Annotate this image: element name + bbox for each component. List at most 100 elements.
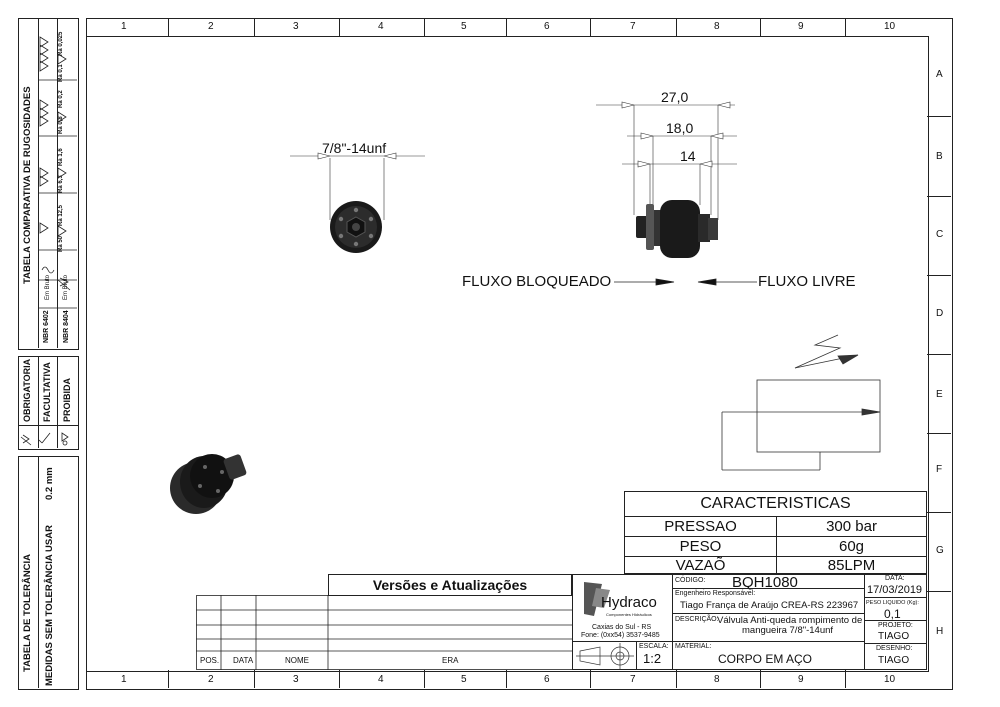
grid-separator	[424, 18, 425, 36]
company-name: Hydraco	[601, 594, 657, 611]
column-number: 5	[461, 674, 467, 685]
column-number: 9	[798, 674, 804, 685]
grid-separator	[927, 116, 951, 117]
row-letter: A	[936, 69, 943, 80]
grid-separator	[506, 670, 507, 688]
tolerance-table	[18, 456, 79, 690]
project-label: PROJETO:	[878, 622, 913, 629]
rev-header-date: DATA	[233, 656, 254, 665]
characteristics-title: CARACTERISTICAS	[624, 491, 927, 517]
grid-separator	[927, 275, 951, 276]
drawing-cell	[864, 643, 927, 670]
legend-divider	[38, 356, 39, 448]
legend-divider-h	[18, 425, 78, 426]
char-value-weight: 60g	[776, 536, 927, 557]
grid-separator	[590, 670, 591, 688]
grid-separator	[168, 670, 169, 688]
column-number: 10	[884, 674, 896, 685]
grid-separator	[676, 670, 677, 688]
column-number: 4	[378, 674, 384, 685]
grid-separator	[927, 433, 951, 434]
grid-separator	[339, 18, 340, 36]
char-value-flow: 85LPM	[776, 556, 927, 574]
grid-separator	[339, 670, 340, 688]
char-value-pressure: 300 bar	[776, 516, 927, 537]
grid-separator	[168, 18, 169, 36]
date-label: DATA:	[885, 575, 905, 582]
column-number: 1	[121, 674, 127, 685]
grid-separator	[845, 670, 846, 688]
description-label: DESCRIÇÃO:	[675, 616, 719, 623]
grid-separator	[760, 670, 761, 688]
column-number: 7	[630, 21, 636, 32]
column-number: 6	[544, 674, 550, 685]
grid-separator	[424, 670, 425, 688]
front-view-part	[290, 152, 425, 253]
scale-value: 1:2	[643, 651, 662, 666]
date-value: 17/03/2019	[867, 584, 923, 596]
grid-separator	[927, 512, 951, 513]
column-number: 9	[798, 21, 804, 32]
grid-separator	[927, 354, 951, 355]
company-subtitle: Componentes Hidráulicos	[606, 612, 652, 617]
code-value: BQH1080	[732, 574, 798, 591]
drawing-label: DESENHO:	[876, 645, 913, 652]
flow-free-label: FLUXO LIVRE	[758, 273, 856, 290]
company-phone: Fone: (0xx54) 3537-9485	[581, 632, 660, 639]
project-value: TIAGO	[878, 631, 910, 642]
char-label-pressure: PRESSAO	[624, 516, 777, 537]
flow-blocked-label: FLUXO BLOQUEADO	[462, 273, 612, 290]
row-letter: F	[936, 464, 943, 475]
tolerance-divider	[38, 456, 39, 688]
projection-symbol	[576, 643, 634, 669]
legend-table	[18, 356, 79, 450]
grid-separator	[760, 18, 761, 36]
column-number: 10	[884, 21, 896, 32]
char-label-weight: PESO	[624, 536, 777, 557]
grid-separator	[254, 18, 255, 36]
column-number: 2	[208, 21, 214, 32]
column-number: 4	[378, 21, 384, 32]
row-letter: D	[936, 308, 944, 319]
code-label: CÓDIGO:	[675, 577, 706, 584]
thread-dimension: 7/8"-14unf	[322, 140, 387, 156]
roughness-divider-2	[57, 18, 58, 348]
roughness-table	[18, 18, 79, 350]
flow-arrows	[614, 278, 757, 286]
column-number: 2	[208, 674, 214, 685]
dimension-14: 14	[680, 148, 696, 164]
grid-separator	[927, 591, 951, 592]
company-city: Caxias do Sul - RS	[592, 624, 652, 631]
grid-separator	[676, 18, 677, 36]
legend-symbols	[20, 432, 69, 446]
rev-header-name: NOME	[285, 656, 309, 665]
side-view-part	[596, 101, 737, 258]
material-label: MATERIAL:	[675, 643, 712, 650]
legend-divider-2	[57, 356, 58, 448]
column-number: 6	[544, 21, 550, 32]
column-number: 8	[714, 21, 720, 32]
material-value: CORPO EM AÇO	[718, 652, 813, 666]
description-line-1: Válvula Anti-queda rompimento de	[717, 615, 863, 626]
column-number: 1	[121, 21, 127, 32]
grid-separator	[590, 18, 591, 36]
row-letter: H	[936, 626, 944, 637]
hydraco-logo	[584, 582, 610, 616]
drawing-value: TIAGO	[878, 655, 910, 666]
scale-label: ESCALA:	[639, 643, 669, 650]
column-number: 3	[293, 21, 299, 32]
weight-value: 0,1	[884, 607, 901, 621]
row-letter: G	[936, 545, 944, 556]
char-label-flow: VAZAÕ	[624, 556, 777, 574]
dimension-18: 18,0	[666, 120, 694, 136]
weight-label: PESO LIQUIDO (Kg):	[866, 600, 919, 606]
description-line-2: mangueira 7/8"-14unf	[742, 625, 834, 636]
column-number: 3	[293, 674, 299, 685]
row-letter: C	[936, 229, 944, 240]
isometric-view-part	[170, 454, 247, 514]
rev-header-pos: POS.	[200, 656, 220, 665]
grid-separator	[506, 18, 507, 36]
roughness-divider	[38, 18, 39, 348]
roughness-symbols	[38, 36, 77, 309]
